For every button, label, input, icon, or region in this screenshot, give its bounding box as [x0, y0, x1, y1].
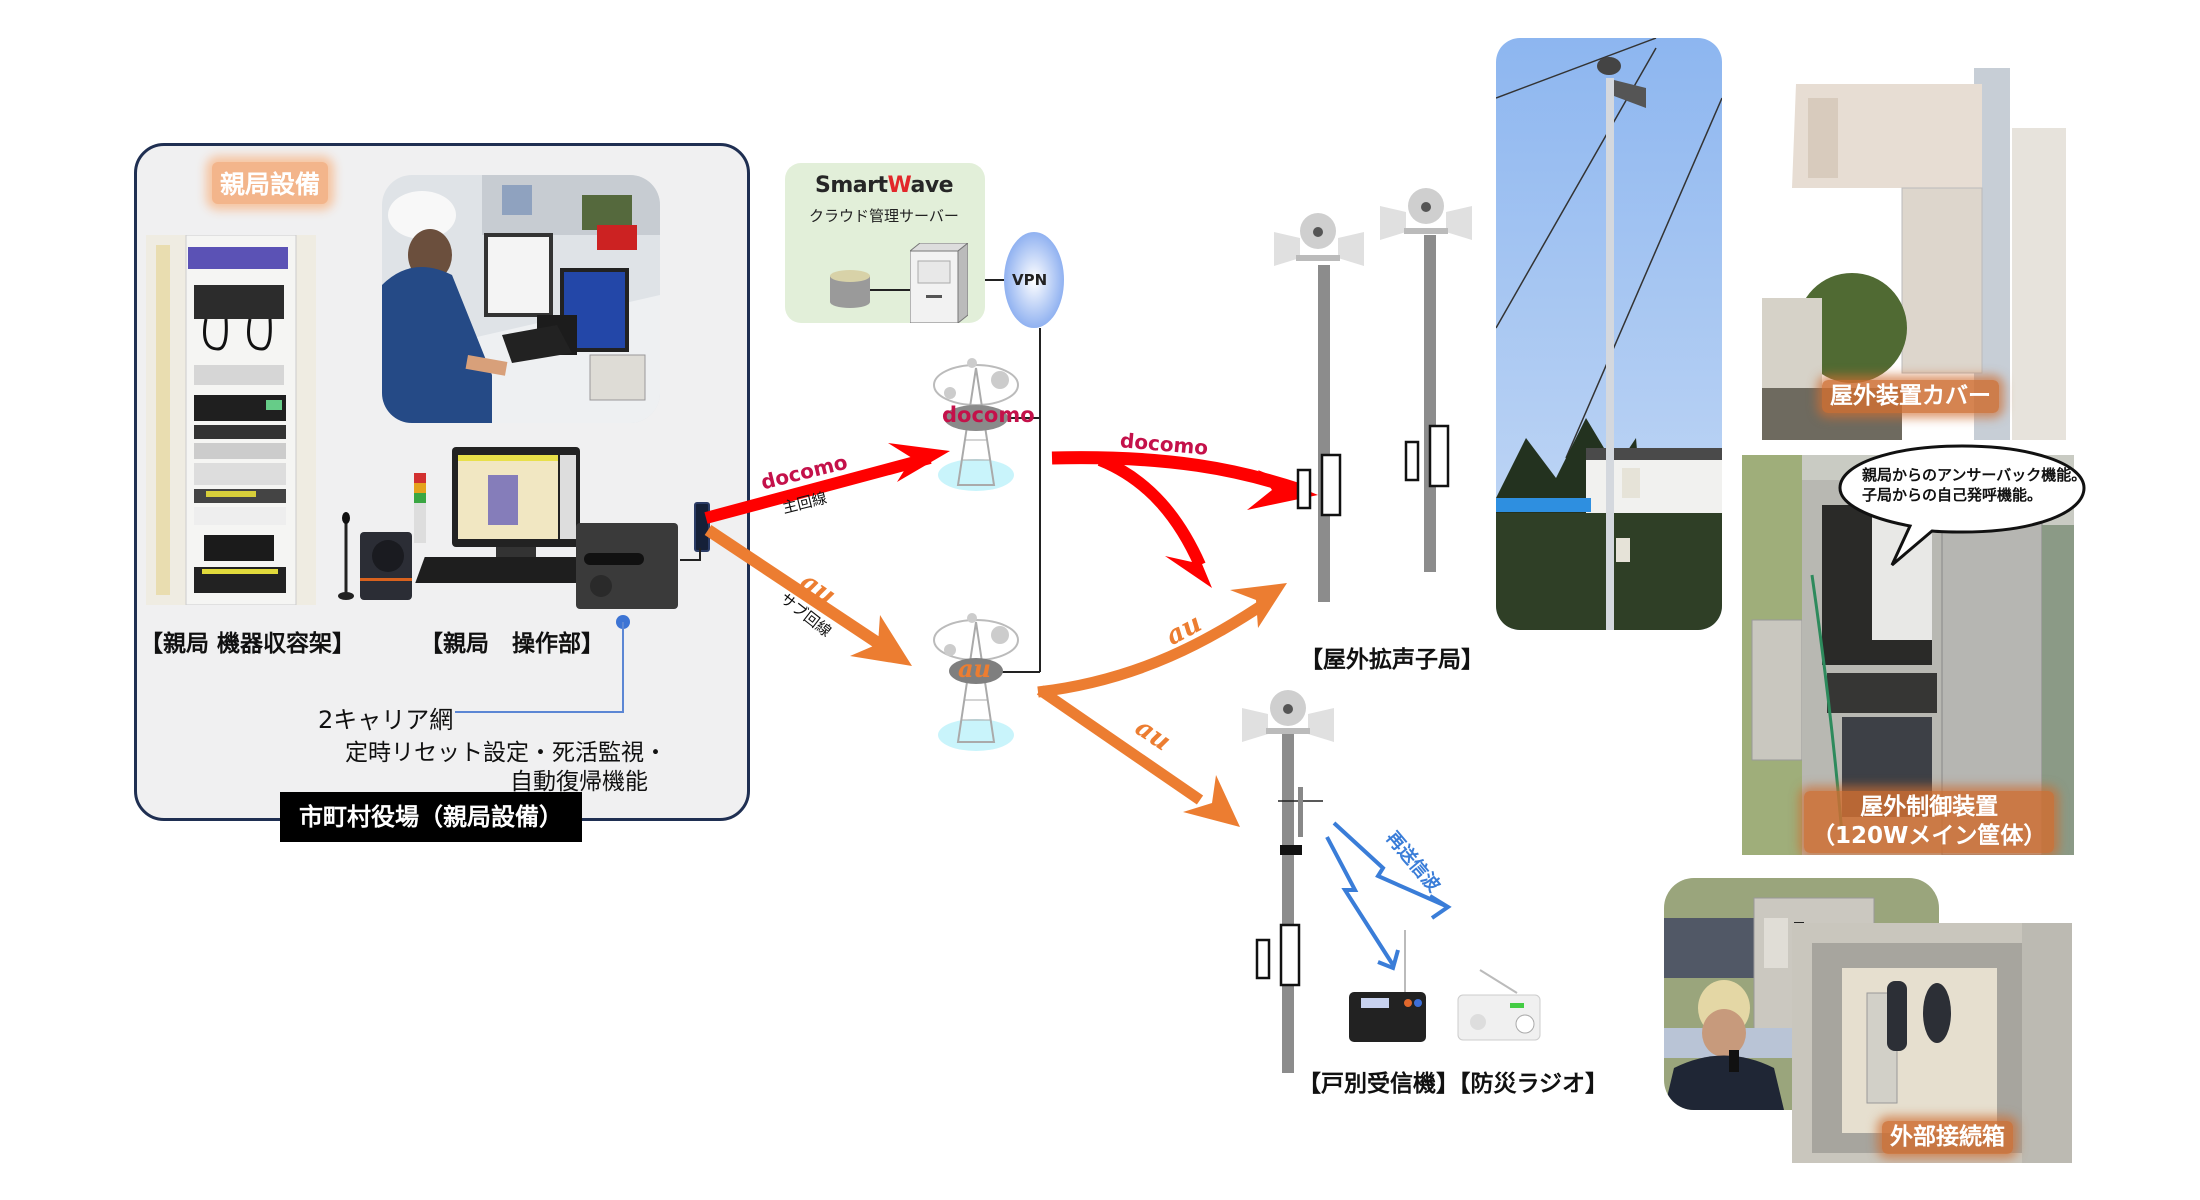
operator-photo — [382, 175, 660, 423]
antenna-cable — [680, 548, 701, 561]
network-title: 2キャリア網 — [318, 706, 454, 734]
cloud-server-panel: SmartWave クラウド管理サーバー — [785, 163, 985, 325]
outdoor-control-label-line2: （120Wメイン筐体） — [1812, 822, 2047, 849]
outdoor-speaker-caption: 【屋外拡声子局】 — [1300, 647, 1484, 673]
junction-box-photo: 外部接続箱 — [1792, 923, 2072, 1163]
home-receiver-icon — [1349, 930, 1426, 1042]
cloud-server-subtitle: クラウド管理サーバー — [809, 207, 959, 225]
rack-caption: 【親局 機器収容架】 — [140, 631, 356, 657]
network-features-line1: 定時リセット設定・死活監視・ — [345, 740, 667, 766]
network-callout-line — [455, 615, 630, 713]
tall-pole-photo — [1496, 38, 1722, 630]
bubble-line1: 親局からのアンサーバック機能。 — [1862, 466, 2087, 484]
console-monitor — [452, 447, 580, 547]
speech-bubble: 親局からのアンサーバック機能。 子局からの自己発呼機能。 — [1832, 440, 2092, 570]
speaker-icon — [360, 532, 412, 600]
vpn-cloud-icon — [1004, 232, 1064, 328]
database-icon — [830, 270, 870, 308]
repeater-pole — [1242, 690, 1334, 1073]
au-to-repeater-arrow — [1036, 685, 1240, 827]
au-tower-icon — [933, 613, 1019, 751]
disaster-radio-icon — [1457, 969, 1541, 1041]
tower-docomo-label: docomo — [942, 403, 1035, 427]
network-features-line2: 自動復帰機能 — [510, 769, 648, 795]
base-station-radio — [576, 523, 678, 609]
tower-au-label: au — [958, 654, 991, 683]
outdoor-control-label: 屋外制御装置 （120Wメイン筐体） — [1804, 791, 2055, 853]
retransmit-wave-icon — [1325, 821, 1452, 971]
speaker-pole-1 — [1274, 213, 1364, 602]
receivers-caption: 【戸別受信機】【防災ラジオ】 — [1298, 1071, 1609, 1097]
rack-photo — [146, 235, 316, 605]
speaker-pole-2 — [1380, 188, 1472, 572]
console-caption: 【親局 操作部】 — [420, 631, 604, 657]
sub-line-arrow — [704, 525, 912, 666]
smartwave-logo: SmartWave — [815, 173, 954, 198]
au-to-station-arrow — [1037, 583, 1287, 698]
outdoor-cover-photo: 屋外装置カバー — [1762, 68, 2066, 440]
signal-tower-lamp-icon — [414, 473, 426, 543]
outdoor-cover-label: 屋外装置カバー — [1822, 380, 1999, 413]
outdoor-control-photo: 屋外制御装置 （120Wメイン筐体） — [1742, 455, 2074, 855]
docomo-tower-icon — [933, 358, 1019, 491]
docomo-to-station-arrow — [1051, 451, 1318, 588]
headquarters-section-label: 親局設備 — [212, 162, 329, 204]
bubble-line2: 子局からの自己発呼機能。 — [1862, 485, 2043, 504]
junction-box-label: 外部接続箱 — [1882, 1121, 2013, 1154]
city-hall-label: 市町村役場（親局設備） — [280, 792, 582, 842]
microphone-icon — [338, 512, 354, 602]
main-line-arrow — [704, 443, 950, 524]
db-server-link — [870, 289, 910, 291]
server-icon — [908, 241, 970, 325]
vpn-label: VPN — [1012, 271, 1048, 289]
monitor-stand — [496, 547, 536, 557]
bubble-text: 親局からのアンサーバック機能。 子局からの自己発呼機能。 — [1862, 466, 2086, 505]
outdoor-control-label-line1: 屋外制御装置 — [1860, 794, 1999, 820]
